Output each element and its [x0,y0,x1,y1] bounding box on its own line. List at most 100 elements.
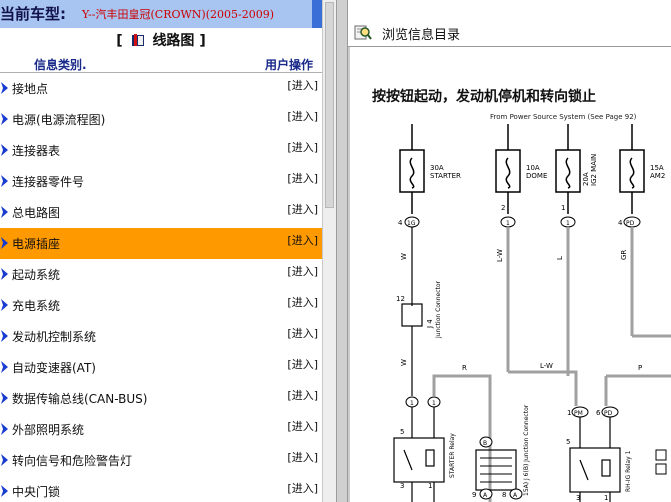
list-item[interactable]: 总电路图 [进入] [0,197,322,228]
wire-lw2: L-W [540,362,553,370]
conn-dome-tag: 1 [506,220,510,227]
starter-relay-tag: B [483,440,487,447]
bottom-pin-2: 1 [428,482,432,490]
header-edge-button[interactable] [312,0,322,28]
enter-link[interactable]: [进入] [287,203,318,216]
conn-r2-1: 1 [410,400,414,407]
fuse-ig2-amp: 20A [582,172,590,186]
fuse-am2-name: AM2 [650,172,665,180]
list-item-label: 充电系统 [12,299,61,313]
wire-w1: W [400,253,408,260]
list-item-label: 连接器零件号 [12,175,85,189]
enter-link[interactable]: [进入] [287,141,318,154]
vertical-scrollbar[interactable] [322,0,336,502]
arrow-icon [1,82,8,94]
enter-link[interactable]: [进入] [287,172,318,185]
conn-dome-num: 2 [501,204,505,212]
j4-sub: Junction Connector [435,280,442,339]
section-title: [ 线路图 ] [0,30,322,52]
fuse-am2-amp: 15A [650,164,664,172]
fuse-dome-name: DOME [526,172,547,180]
book-icon [131,34,144,46]
fuse-ig2-main: 20A IG2 MAIN [555,124,598,214]
list-item-label: 中央门锁 [12,485,61,499]
list-item-label: 电源(电源流程图) [12,113,106,127]
conn-pm-tag: PM [574,410,583,417]
conn-ig2-num: 1 [561,204,565,212]
car-model-value: Y--汽丰田皇冠(CROWN)(2005-2009) [82,8,275,21]
conn-pd-tag: PD [626,220,635,227]
bottom-pin-6: 1 [604,494,608,502]
column-header-action: 用户操作 [265,58,314,72]
section-bracket-close: ] [199,33,206,49]
list-item[interactable]: 数据传输总线(CAN-BUS) [进入] [0,383,322,414]
enter-link[interactable]: [进入] [287,110,318,123]
enter-link[interactable]: [进入] [287,451,318,464]
rhig-relay-pin: 5 [566,438,570,446]
car-model-header: 当前车型: Y--汽丰田皇冠(CROWN)(2005-2009) [0,0,322,28]
viewer-panel: 浏览信息目录 按按钮起动，发动机停机和转向锁止 From Power Sourc… [348,0,671,502]
enter-link[interactable]: [进入] [287,296,318,309]
list-item[interactable]: 接地点 [进入] [0,73,322,104]
category-panel: 当前车型: Y--汽丰田皇冠(CROWN)(2005-2009) [ 线路图 ]… [0,0,322,502]
arrow-icon [1,392,8,404]
list-item[interactable]: 自动变速器(AT) [进入] [0,352,322,383]
scrollbar-thumb[interactable] [325,2,334,208]
enter-link[interactable]: [进入] [287,327,318,340]
diagram-source-note: From Power Source System (See Page 92) [490,113,637,121]
wire-p: P [638,364,642,372]
starter-relay-name: STARTER Relay [449,433,456,478]
j4-label: J 4 [426,319,434,329]
j4-pin: 12 [396,295,405,303]
wire-gr: GR [620,250,628,260]
list-item[interactable]: 中央门锁 [进入] [0,476,322,502]
arrow-icon [1,423,8,435]
list-item-label: 自动变速器(AT) [12,361,96,375]
list-item[interactable]: 电源(电源流程图) [进入] [0,104,322,135]
rhig-relay-name: RH-IG Relay 1 [625,450,632,492]
j6-label: 15A) J 6(B) Junction Connector [523,404,530,496]
conn-pd2-tag: PD [604,410,613,417]
enter-link[interactable]: [进入] [287,389,318,402]
list-item[interactable]: 转向信号和危险警告灯 [进入] [0,445,322,476]
list-item[interactable]: 连接器表 [进入] [0,135,322,166]
enter-link[interactable]: [进入] [287,234,318,247]
bottom-pin-3: 9 [472,491,476,499]
car-model-label: 当前车型: [0,5,66,23]
bottom-pin-1: 3 [400,482,404,490]
header-divider [0,72,322,73]
conn-ig2-tag: 1 [566,220,570,227]
enter-link[interactable]: [进入] [287,265,318,278]
list-item-label: 连接器表 [12,144,61,158]
bottom-pin-4-tag: A [513,492,518,499]
list-item-selected[interactable]: 电源插座 [进入] [0,228,322,259]
arrow-icon [1,144,8,156]
enter-link[interactable]: [进入] [287,482,318,495]
list-item[interactable]: 连接器零件号 [进入] [0,166,322,197]
viewer-header: 浏览信息目录 [348,20,671,44]
list-item[interactable]: 外部照明系统 [进入] [0,414,322,445]
conn-1g-tag: 1G [407,220,416,227]
list-item[interactable]: 充电系统 [进入] [0,290,322,321]
fuse-starter-amp: 30A [430,164,444,172]
list-item-label: 起动系统 [12,268,61,282]
list-item[interactable]: 发动机控制系统 [进入] [0,321,322,352]
column-header-category: 信息类别. [34,58,87,72]
panel-splitter[interactable] [336,0,348,502]
conn-pm-num: 1 [567,409,571,417]
wire-lw1: L-W [496,249,504,262]
list-item-label: 发动机控制系统 [12,330,97,344]
section-title-text: 线路图 [152,33,195,49]
list-item[interactable]: 起动系统 [进入] [0,259,322,290]
list-item-label: 转向信号和危险警告灯 [12,454,133,468]
arrow-icon [1,299,8,311]
section-bracket-open: [ [116,33,123,49]
wire-r: R [462,364,467,372]
enter-link[interactable]: [进入] [287,420,318,433]
bottom-pin-5: 3 [576,494,580,502]
magnifier-icon [354,25,372,40]
list-item-label: 总电路图 [12,206,61,220]
arrow-icon [1,485,8,497]
enter-link[interactable]: [进入] [287,79,318,92]
enter-link[interactable]: [进入] [287,358,318,371]
